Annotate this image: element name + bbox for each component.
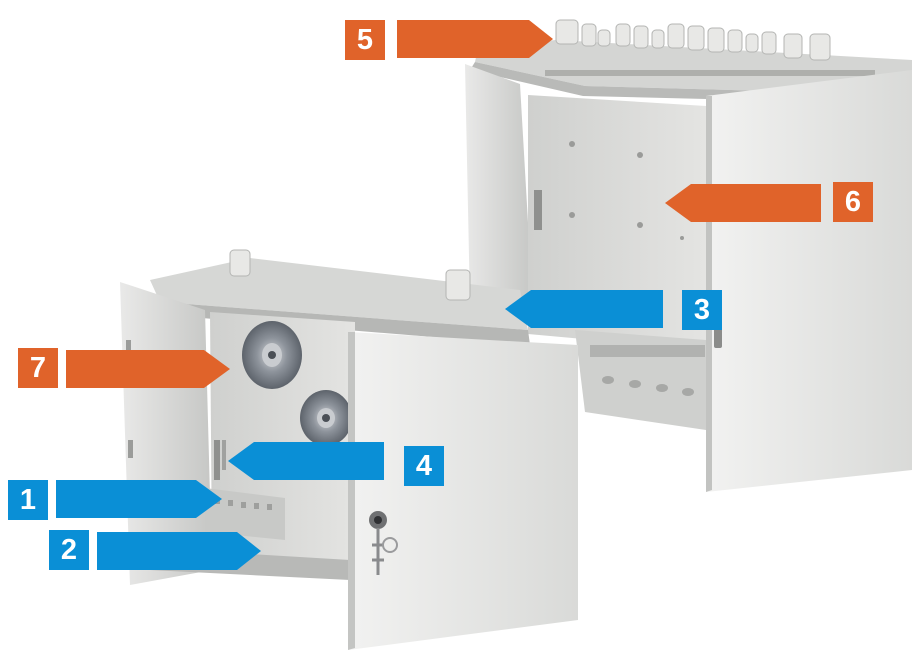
callout-3-badge: 3	[682, 290, 722, 330]
fiber-spool-upper	[242, 321, 302, 389]
callout-4-arrow	[228, 442, 384, 480]
patch-bracket	[205, 488, 285, 540]
callout-5-badge: 5	[345, 20, 385, 60]
callout-2-badge: 2	[49, 530, 89, 570]
large-cabinet-back-wall	[528, 95, 706, 350]
callout-4-badge: 4	[404, 446, 444, 486]
callout-6-badge: 6	[833, 182, 873, 222]
small-cabinet-door	[348, 332, 578, 650]
key-lock	[369, 511, 398, 575]
callout-1-badge: 1	[8, 480, 48, 520]
callout-5-arrow	[397, 20, 553, 58]
large-cabinet-door	[706, 70, 912, 492]
large-cabinet-side-wall	[465, 64, 532, 330]
callout-7-badge: 7	[18, 348, 58, 388]
callout-3-arrow	[505, 290, 663, 328]
large-cabinet-top-panel	[475, 40, 912, 95]
callout-2-arrow	[97, 532, 261, 570]
callout-7-arrow	[66, 350, 230, 388]
cable-glands-large	[555, 19, 831, 61]
callout-6-arrow	[665, 184, 821, 222]
cable-glands-small	[229, 249, 471, 301]
fiber-spool-lower	[300, 390, 352, 446]
callout-1-arrow	[56, 480, 222, 518]
mounting-holes	[569, 141, 684, 240]
large-cabinet	[465, 40, 912, 492]
